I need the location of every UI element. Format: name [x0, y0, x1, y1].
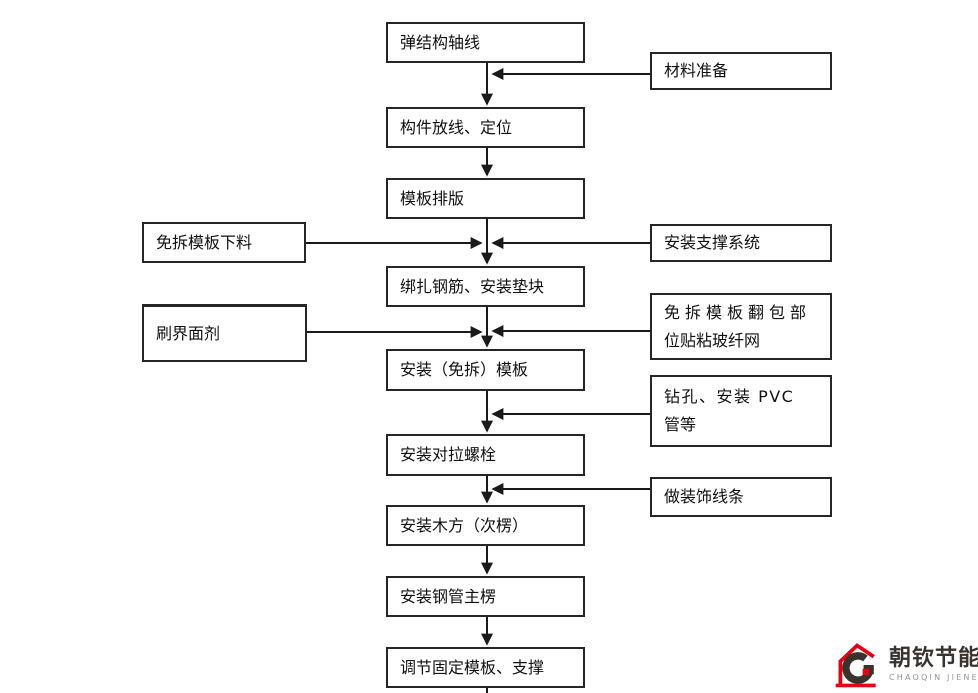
side-box-label: 刷界面剂 [156, 323, 221, 343]
logo-house-icon [835, 642, 876, 687]
flow-step-label: 安装（免拆）模板 [400, 360, 529, 379]
flow-step-label: 安装钢管主楞 [400, 586, 497, 606]
flow-step-1: 弹结构轴线 [386, 22, 585, 63]
flow-step-label: 弹结构轴线 [400, 32, 481, 52]
logo-text: 朝钦节能 CHAOQIN JIENENG [889, 647, 978, 681]
side-box-interface-agent: 刷界面剂 [142, 304, 307, 362]
flow-step-6: 安装对拉螺栓 [386, 434, 585, 476]
side-box-material-prep: 材料准备 [650, 52, 832, 90]
logo-name: 朝钦节能 [889, 646, 978, 672]
side-box-label: 材料准备 [664, 61, 729, 80]
side-box-fiberglass-mesh: 免拆模板翻包部 位贴粘玻纤网 [650, 293, 832, 360]
side-box-label: 免拆模板下料 [156, 232, 253, 252]
flow-step-label: 安装木方（次楞） [400, 515, 529, 535]
flow-step-9: 调节固定模板、支撑 [386, 647, 585, 688]
side-box-label: 做装饰线条 [664, 487, 745, 506]
flow-step-4: 绑扎钢筋、安装垫块 [386, 266, 585, 307]
side-box-pvc-drilling: 钻孔、安装 PVC 管等 [650, 375, 832, 447]
side-box-label-line1: 钻孔、安装 PVC [664, 387, 795, 406]
flow-step-3: 模板排版 [386, 178, 585, 219]
company-logo: 朝钦节能 CHAOQIN JIENENG [832, 636, 978, 693]
side-box-label-line1: 免拆模板翻包部 [664, 302, 812, 322]
logo-subtitle: CHAOQIN JIENENG [889, 672, 978, 682]
flow-step-label: 模板排版 [400, 188, 465, 208]
flow-step-label: 绑扎钢筋、安装垫块 [400, 276, 545, 296]
side-box-formwork-cutting: 免拆模板下料 [142, 222, 306, 263]
flow-step-label: 调节固定模板、支撑 [400, 657, 545, 677]
side-box-label: 安装支撑系统 [664, 233, 761, 252]
side-box-label-line2: 管等 [664, 415, 697, 434]
flow-step-label: 安装对拉螺栓 [400, 445, 497, 464]
flow-step-7: 安装木方（次楞） [386, 505, 585, 546]
flow-step-label: 构件放线、定位 [400, 117, 513, 137]
side-box-label-line2: 位贴粘玻纤网 [664, 330, 761, 350]
side-box-decorative-lines: 做装饰线条 [650, 477, 832, 517]
flow-step-2: 构件放线、定位 [386, 107, 585, 148]
flow-step-8: 安装钢管主楞 [386, 576, 585, 617]
side-box-support-system: 安装支撑系统 [650, 224, 832, 262]
flow-step-5: 安装（免拆）模板 [386, 349, 585, 391]
